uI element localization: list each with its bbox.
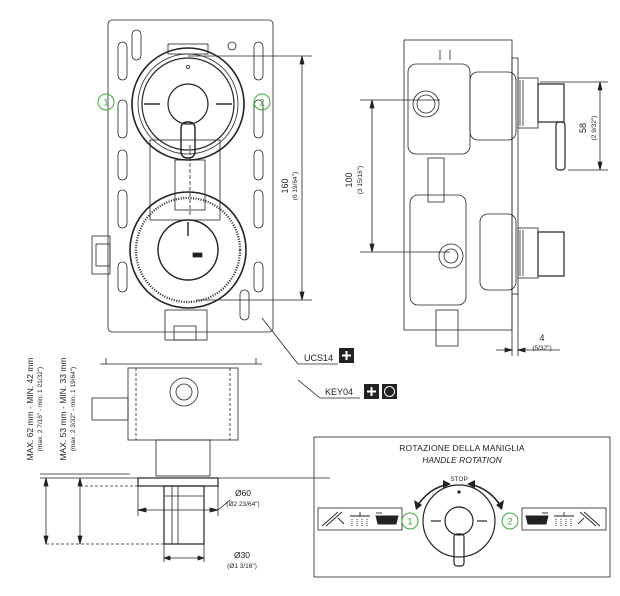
side-view [360,39,608,356]
dim-dia60: Ø60 [235,488,251,498]
outlet-marker-2 [253,93,271,111]
dim-58-inch: (2 9/32") [591,116,598,141]
key04-plus-icon [364,384,379,399]
ucs14-label: UCS14 [304,353,333,363]
dim-max62-inch: (max. 2 7/16" - min. 1 21/32") [37,367,44,451]
dim-100: 100 [344,172,354,187]
handle-rotation-box [313,436,611,578]
rotation-marker-1-label: 1 [407,517,412,527]
ucs14-leader [261,317,299,365]
dim-max62: MAX. 62 mm - MIN. 42 mm [25,358,35,461]
handle-box-title: ROTAZIONE DELLA MANIGLIA [399,443,525,453]
rotation-marker-2-label: 2 [507,517,512,527]
dim-4: 4 [539,333,544,343]
dim-160-inch: (6 19/64") [292,172,299,200]
dim-max53: MAX. 53 mm - MIN. 33 mm [58,358,68,461]
outlet-icons-right [521,507,607,531]
ucs14-plus-icon [339,348,354,363]
dim-max53-inch: (max. 2 3/32" - min. 1 19/64") [70,367,77,451]
dim-58: 58 [578,123,588,133]
shower-head-icon-right [554,512,574,526]
outlet-marker-1 [97,93,115,111]
dim-4-inch: (5/32") [532,345,551,352]
handle-box-subtitle: HANDLE ROTATION [422,455,502,465]
key04-leader [297,379,321,399]
outlet-marker-2-label: 2 [259,98,264,108]
bathtub-icon-right [525,512,549,525]
front-view [91,19,312,341]
key04-rotation-icon [382,384,397,399]
rotation-marker-1 [401,512,419,530]
dim-dia30: Ø30 [234,550,250,560]
stop-label: STOP [450,476,468,483]
dim-160: 160 [280,178,290,193]
rotation-marker-2 [501,512,519,530]
shower-head-icon [350,512,370,526]
hand-shower-icon [321,511,345,527]
hand-shower-icon-right [577,511,601,527]
bottom-view [40,358,330,562]
outlet-marker-1-label: 1 [103,98,108,108]
dim-100-inch: (3 15/16") [357,166,364,194]
dim-dia60-inch: (Ø2 23/64") [226,501,259,508]
dim-dia30-inch: (Ø1 3/16") [227,563,257,570]
bathtub-icon [375,512,399,525]
key04-label: KEY04 [325,387,353,397]
